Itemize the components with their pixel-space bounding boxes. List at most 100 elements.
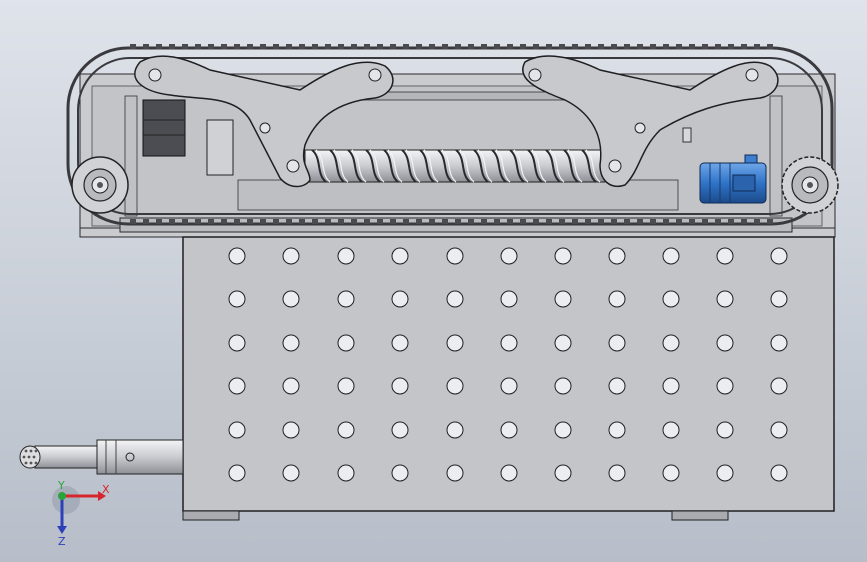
perforation-hole — [228, 377, 246, 395]
perforation-grid — [228, 247, 788, 482]
perforation-hole — [608, 290, 626, 308]
lever-arm-right[interactable] — [522, 55, 779, 187]
chain-link — [494, 44, 500, 49]
nozzle-orifice — [34, 449, 38, 453]
chain-link — [611, 44, 617, 49]
chain-link — [715, 219, 721, 224]
chain-link — [702, 219, 708, 224]
nozzle-orifice — [29, 461, 33, 465]
chain-link — [169, 44, 175, 49]
perforation-hole — [282, 421, 300, 439]
screw-flight — [509, 149, 525, 183]
screw-flight-highlight — [387, 149, 403, 183]
left-gearbox[interactable] — [142, 99, 234, 176]
perforated-tank[interactable] — [182, 236, 835, 521]
chain-link — [221, 219, 227, 224]
conveyor-assembly[interactable] — [66, 44, 839, 238]
screw-flight-highlight — [333, 149, 349, 183]
chain-link — [156, 44, 162, 49]
chain-link — [273, 219, 279, 224]
chain-link — [520, 44, 526, 49]
screw-flight — [347, 149, 363, 183]
chain-link — [559, 219, 565, 224]
chain-link — [637, 219, 643, 224]
chain-link — [273, 44, 279, 49]
chain-link — [208, 219, 214, 224]
screw-flight-highlight — [567, 149, 583, 183]
frame-post-right — [769, 95, 783, 217]
perforation-hole — [446, 464, 464, 482]
screw-flight-highlight — [477, 149, 493, 183]
inlet-pipe[interactable] — [19, 439, 184, 475]
chain-link — [663, 44, 669, 49]
perforation-hole — [337, 290, 355, 308]
perforation-hole — [662, 247, 680, 265]
chain-link — [767, 219, 773, 224]
idler-sprocket-left[interactable] — [71, 156, 129, 214]
drive-chain-inner — [77, 57, 823, 215]
chain-link — [182, 219, 188, 224]
perforation-hole — [337, 421, 355, 439]
perforation-hole — [446, 334, 464, 352]
chain-link — [169, 219, 175, 224]
lever-arm-left[interactable] — [134, 55, 394, 188]
chain-link — [507, 44, 513, 49]
chain-link — [416, 44, 422, 49]
perforation-hole — [554, 377, 572, 395]
perforation-hole — [282, 290, 300, 308]
perforation-hole — [662, 334, 680, 352]
perforation-hole — [228, 290, 246, 308]
screw-shaft[interactable] — [304, 149, 606, 183]
chain-link — [403, 219, 409, 224]
perforation-hole — [228, 247, 246, 265]
chain-link — [546, 44, 552, 49]
perforation-hole — [282, 247, 300, 265]
screw-flight-highlight — [513, 149, 529, 183]
drive-sprocket-right[interactable] — [781, 156, 839, 214]
perforation-hole — [716, 377, 734, 395]
chain-link — [260, 219, 266, 224]
chain-link — [429, 219, 435, 224]
chain-link — [377, 219, 383, 224]
screw-flight — [491, 149, 507, 183]
chain-link — [533, 44, 539, 49]
chain-link — [585, 219, 591, 224]
chain-link — [364, 44, 370, 49]
chain-link — [403, 44, 409, 49]
perforation-hole — [337, 334, 355, 352]
perforation-hole — [391, 464, 409, 482]
perforation-hole — [716, 421, 734, 439]
perforation-hole — [608, 334, 626, 352]
perforation-hole — [554, 464, 572, 482]
perforation-hole — [608, 464, 626, 482]
nozzle-orifice — [32, 455, 36, 459]
perforation-hole — [608, 421, 626, 439]
chain-link — [325, 219, 331, 224]
perforation-hole — [500, 464, 518, 482]
chain-link — [481, 219, 487, 224]
perforation-hole — [554, 290, 572, 308]
perforation-hole — [770, 290, 788, 308]
chain-link — [598, 219, 604, 224]
chain-link — [598, 44, 604, 49]
perforation-hole — [716, 290, 734, 308]
chain-link — [442, 219, 448, 224]
sensor-bracket — [682, 127, 692, 143]
screw-flight — [455, 149, 471, 183]
chain-link — [442, 44, 448, 49]
perforation-hole — [716, 334, 734, 352]
chain-link — [130, 44, 136, 49]
perforation-hole — [608, 247, 626, 265]
chain-link — [351, 219, 357, 224]
electric-motor[interactable] — [699, 154, 767, 204]
perforation-hole — [770, 247, 788, 265]
chain-link — [234, 219, 240, 224]
perforation-hole — [391, 334, 409, 352]
chain-link — [286, 44, 292, 49]
perforation-hole — [554, 247, 572, 265]
perforation-hole — [446, 247, 464, 265]
chain-link — [156, 219, 162, 224]
chain-links — [130, 44, 773, 224]
